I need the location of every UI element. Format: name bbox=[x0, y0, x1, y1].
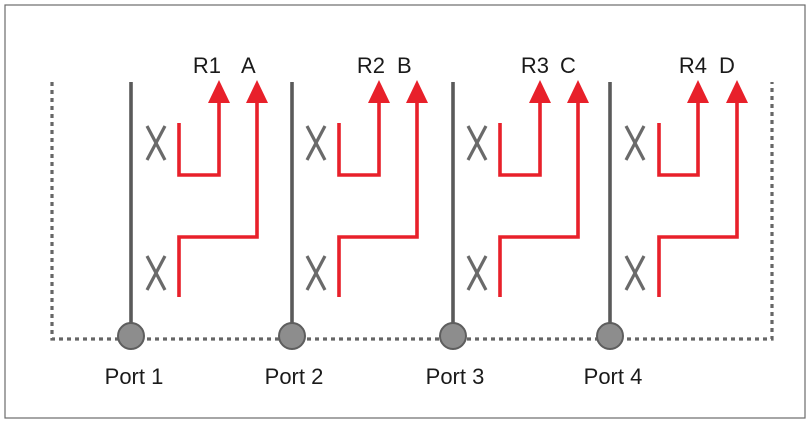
red-signal-path-inner bbox=[177, 102, 221, 177]
letter-label: C bbox=[560, 53, 576, 78]
x-mark-upper bbox=[145, 125, 167, 161]
arrow-up-icon bbox=[687, 80, 709, 103]
red-signal-path-outer bbox=[498, 102, 580, 297]
port-label: Port 1 bbox=[105, 364, 164, 389]
arrow-up-icon bbox=[208, 80, 230, 103]
arrow-up-icon bbox=[567, 80, 589, 103]
port-unit-1: R1 A Port 1 bbox=[105, 53, 268, 389]
dotted-bus-line bbox=[50, 82, 774, 341]
arrow-up-icon bbox=[406, 80, 428, 103]
port-unit-4: R4 D Port 4 bbox=[584, 53, 748, 389]
letter-label: D bbox=[719, 53, 735, 78]
x-mark-lower bbox=[624, 255, 646, 291]
x-mark-lower bbox=[145, 255, 167, 291]
arrow-up-icon bbox=[726, 80, 748, 103]
port-label: Port 4 bbox=[584, 364, 643, 389]
port-node bbox=[439, 322, 467, 350]
arrow-up-icon bbox=[529, 80, 551, 103]
port-node bbox=[596, 322, 624, 350]
port-unit-3: R3 C Port 3 bbox=[426, 53, 589, 389]
x-mark-upper bbox=[466, 125, 488, 161]
x-mark-upper bbox=[624, 125, 646, 161]
route-label: R4 bbox=[679, 53, 707, 78]
port-node bbox=[278, 322, 306, 350]
red-signal-path-inner bbox=[337, 102, 381, 177]
x-mark-upper bbox=[305, 125, 327, 161]
port-label: Port 2 bbox=[265, 364, 324, 389]
route-label: R1 bbox=[193, 53, 221, 78]
arrow-up-icon bbox=[368, 80, 390, 103]
diagram-frame bbox=[4, 4, 806, 419]
letter-label: A bbox=[241, 53, 256, 78]
red-signal-path-outer bbox=[337, 102, 419, 297]
arrow-up-icon bbox=[246, 80, 268, 103]
x-mark-lower bbox=[466, 255, 488, 291]
port-unit-2: R2 B Port 2 bbox=[265, 53, 428, 389]
red-signal-path-outer bbox=[177, 102, 259, 297]
port-label: Port 3 bbox=[426, 364, 485, 389]
red-signal-path-inner bbox=[498, 102, 542, 177]
red-signal-path-inner bbox=[657, 102, 700, 177]
red-signal-path-outer bbox=[657, 102, 739, 297]
port-node bbox=[117, 322, 145, 350]
route-label: R3 bbox=[521, 53, 549, 78]
route-label: R2 bbox=[357, 53, 385, 78]
letter-label: B bbox=[397, 53, 412, 78]
x-mark-lower bbox=[305, 255, 327, 291]
